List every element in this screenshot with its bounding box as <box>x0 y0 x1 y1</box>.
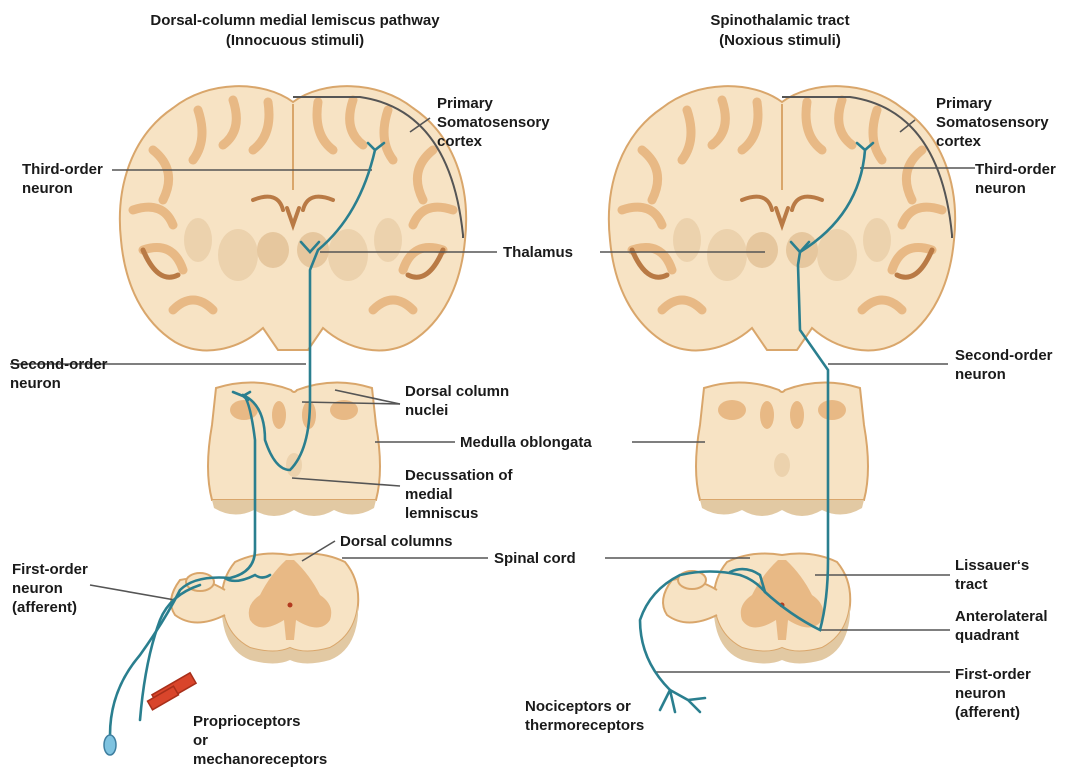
label-anterolateral-quadrant: Anterolateral quadrant <box>955 607 1048 645</box>
left-receptor-capsule <box>104 735 116 755</box>
label-dorsal-column-nuclei: Dorsal column nuclei <box>405 382 509 420</box>
label-right-first-order-neuron: First-order neuron (afferent) <box>955 665 1031 722</box>
left-title: Dorsal-column medial lemiscus pathway (I… <box>110 11 480 51</box>
label-dorsal-columns: Dorsal columns <box>340 532 453 551</box>
label-medulla-oblongata: Medulla oblongata <box>460 433 592 452</box>
label-left-primary-cortex: Primary Somatosensory cortex <box>437 94 550 151</box>
label-decussation: Decussation of medial lemniscus <box>405 466 513 523</box>
label-left-second-order-neuron: Second-order neuron <box>10 355 108 393</box>
label-spinal-cord: Spinal cord <box>494 549 576 568</box>
label-proprioceptors: Proprioceptors or mechanoreceptors <box>193 712 327 769</box>
left-spindle-receptor <box>148 673 197 710</box>
label-left-first-order-neuron: First-order neuron (afferent) <box>12 560 88 617</box>
left-spinal-cord <box>222 554 358 664</box>
label-lissauers-tract: Lissauer‘s tract <box>955 556 1029 594</box>
label-right-third-order-neuron: Third-order neuron <box>975 160 1056 198</box>
label-right-second-order-neuron: Second-order neuron <box>955 346 1053 384</box>
label-nociceptors: Nociceptors or thermoreceptors <box>525 697 644 735</box>
left-brain-section <box>120 86 466 350</box>
right-brain-section <box>609 86 955 350</box>
right-title: Spinothalamic tract (Noxious stimuli) <box>680 11 880 51</box>
right-medulla <box>696 382 868 516</box>
label-right-primary-cortex: Primary Somatosensory cortex <box>936 94 1049 151</box>
label-thalamus: Thalamus <box>503 243 573 262</box>
label-left-third-order-neuron: Third-order neuron <box>22 160 103 198</box>
